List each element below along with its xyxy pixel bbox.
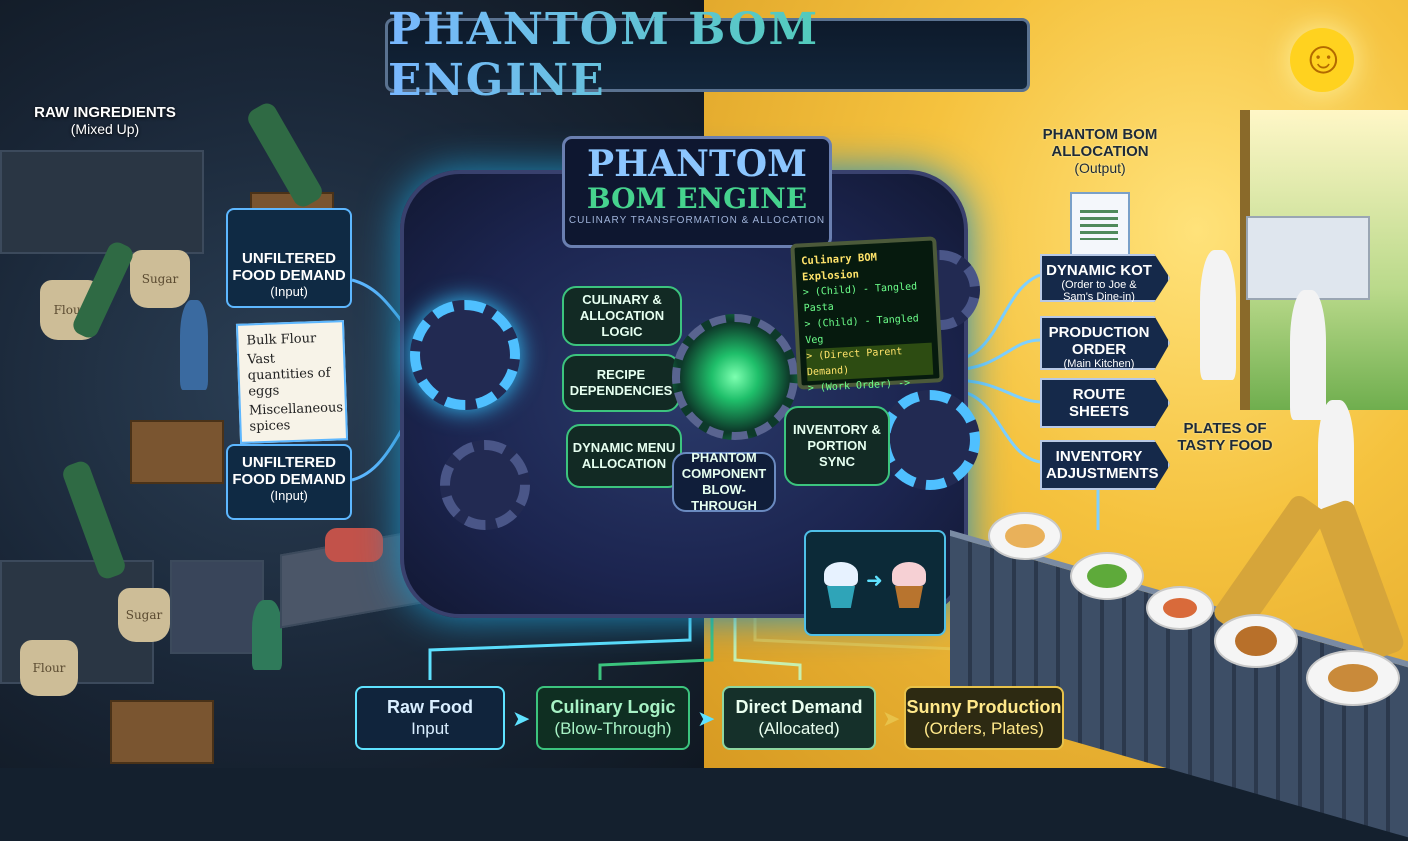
vegetable-crate-icon bbox=[130, 420, 224, 484]
culinary-allocation-logic-module: CULINARY & ALLOCATION LOGIC bbox=[562, 286, 682, 346]
worker-icon bbox=[180, 300, 208, 390]
input-sub: (Input) bbox=[270, 284, 308, 299]
main-title: PHANTOM BOM ENGINE bbox=[388, 4, 1027, 106]
ingredient-shelf bbox=[0, 150, 204, 254]
flow-sub: (Blow-Through) bbox=[554, 719, 672, 738]
main-title-banner: PHANTOM BOM ENGINE bbox=[385, 4, 1030, 106]
burger-plate-icon bbox=[1214, 614, 1298, 668]
output-sub: (Main Kitchen) bbox=[1063, 358, 1135, 370]
transform-arrow-icon: ➜ bbox=[866, 570, 883, 592]
output-dynamic-kot: DYNAMIC KOT (Order to Joe & Sam's Dine-i… bbox=[1040, 254, 1170, 302]
input-title: UNFILTERED FOOD DEMAND bbox=[232, 250, 346, 284]
output-inventory-adjustments: INVENTORY ADJUSTMENTS bbox=[1040, 440, 1170, 490]
plates-of-food-label: PLATES OF TASTY FOOD bbox=[1177, 420, 1273, 454]
flow-title: Culinary Logic bbox=[550, 697, 676, 717]
flow-sub: (Allocated) bbox=[758, 719, 840, 738]
control-console-icon bbox=[170, 560, 264, 654]
flour-sack-icon: Flour bbox=[20, 640, 78, 696]
output-production-order: PRODUCTION ORDER (Main Kitchen) bbox=[1040, 316, 1170, 370]
phantom-bom-allocation-label: PHANTOM BOM ALLOCATION (Output) bbox=[1030, 126, 1170, 176]
sugar-sack-icon: Sugar bbox=[118, 588, 170, 642]
smiling-sun-icon bbox=[1290, 28, 1354, 92]
output-gear-icon bbox=[880, 390, 980, 490]
output-document-icon bbox=[1070, 192, 1130, 258]
raw-ingredients-title: RAW INGREDIENTS bbox=[34, 104, 176, 121]
flow-title: Direct Demand bbox=[735, 697, 863, 717]
output-title: ROUTE SHEETS bbox=[1068, 386, 1129, 420]
flow-step-direct-demand: Direct Demand (Allocated) bbox=[722, 686, 876, 750]
allocation-title: PHANTOM BOM ALLOCATION bbox=[1042, 126, 1158, 160]
output-route-sheets: ROUTE SHEETS bbox=[1040, 378, 1170, 428]
cupcake-icon bbox=[892, 562, 926, 610]
steak-icon bbox=[325, 528, 383, 562]
dynamic-menu-allocation-module: DYNAMIC MENU ALLOCATION bbox=[566, 424, 682, 488]
engine-subtitle: CULINARY TRANSFORMATION & ALLOCATION bbox=[568, 215, 826, 226]
flow-arrow-icon: ➤ bbox=[697, 706, 716, 731]
flow-arrow-icon: ➤ bbox=[882, 706, 901, 731]
engine-title-line1: PHANTOM bbox=[587, 143, 807, 185]
vegetable-crate-icon bbox=[110, 700, 214, 764]
recipe-dependencies-module: RECIPE DEPENDENCIES bbox=[562, 354, 680, 412]
phantom-blow-through-module: PHANTOM COMPONENT BLOW-THROUGH bbox=[672, 450, 776, 513]
flow-step-sunny-production: Sunny Production (Orders, Plates) bbox=[904, 686, 1064, 750]
engine-core-eye-icon bbox=[672, 314, 798, 440]
engine-title-panel: PHANTOM BOM ENGINE CULINARY TRANSFORMATI… bbox=[562, 136, 832, 248]
flow-arrow-icon: ➤ bbox=[512, 706, 531, 731]
input-gear-icon bbox=[410, 300, 520, 410]
sugar-sack-icon: Sugar bbox=[130, 250, 190, 308]
salad-plate-icon bbox=[1146, 586, 1214, 630]
input-sub: (Input) bbox=[270, 488, 308, 503]
input-title: UNFILTERED FOOD DEMAND bbox=[232, 454, 346, 488]
kitchen-monitor-icon bbox=[1246, 216, 1370, 300]
cupcake-transformation-card: ➜ bbox=[804, 530, 946, 636]
allocation-sub: (Output) bbox=[1074, 160, 1126, 176]
gear-icon bbox=[440, 440, 530, 530]
raw-ingredients-label: RAW INGREDIENTS (Mixed Up) bbox=[30, 104, 180, 137]
flow-title: Sunny Production bbox=[906, 697, 1062, 717]
cupcake-icon bbox=[824, 562, 858, 610]
spaghetti-plate-icon bbox=[988, 512, 1062, 560]
raw-ingredients-sub: (Mixed Up) bbox=[70, 121, 140, 137]
engine-title-line2: BOM ENGINE bbox=[586, 182, 808, 215]
flow-sub: Input bbox=[411, 719, 449, 738]
flow-title: Raw Food bbox=[387, 697, 473, 717]
chef-icon bbox=[1200, 250, 1236, 380]
output-title: INVENTORY ADJUSTMENTS bbox=[1046, 448, 1159, 482]
flow-step-culinary-logic: Culinary Logic (Blow-Through) bbox=[536, 686, 690, 750]
output-sub: (Order to Joe & Sam's Dine-in) bbox=[1061, 279, 1137, 303]
unfiltered-demand-input-bottom: UNFILTERED FOOD DEMAND (Input) bbox=[226, 444, 352, 520]
output-title: DYNAMIC KOT bbox=[1046, 262, 1152, 279]
bom-explosion-screen: Culinary BOM Explosion > (Child) - Tangl… bbox=[790, 236, 944, 394]
flow-step-raw-food: Raw Food Input bbox=[355, 686, 505, 750]
flow-sub: (Orders, Plates) bbox=[924, 719, 1044, 738]
unfiltered-demand-input-top: UNFILTERED FOOD DEMAND (Input) bbox=[226, 208, 352, 308]
worker-icon bbox=[252, 600, 282, 670]
chef-icon bbox=[1290, 290, 1326, 420]
chicken-plate-icon bbox=[1306, 650, 1400, 706]
inventory-portion-sync-module: INVENTORY & PORTION SYNC bbox=[784, 406, 890, 486]
salad-plate-icon bbox=[1070, 552, 1144, 600]
output-title: PRODUCTION ORDER bbox=[1048, 324, 1150, 358]
